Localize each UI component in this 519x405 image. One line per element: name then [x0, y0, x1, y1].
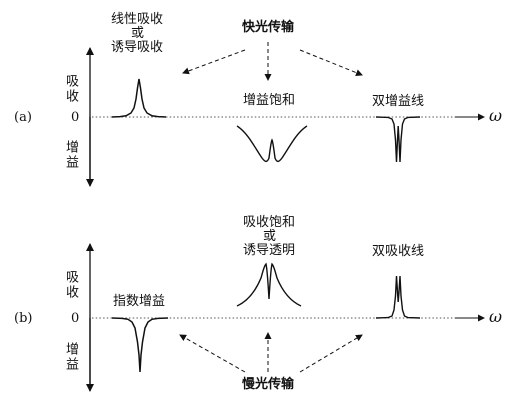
- panel-a-gain-saturation-curve: [236, 125, 308, 163]
- panel-a-zero-label: 0: [71, 110, 80, 125]
- panel-a-absorption-peak: [111, 78, 167, 118]
- panel-b-curve2-line2: 或: [263, 229, 277, 244]
- panel-b-gain-axis-label: 增益: [63, 342, 78, 372]
- panel-b-absorption-saturation-curve: [236, 262, 302, 307]
- panel-b-omega-label: ω: [489, 307, 503, 326]
- panel-b-curve2-line1: 吸收饱和: [243, 215, 296, 230]
- panel-b-curve3-label: 双吸收线: [372, 244, 425, 259]
- panel-a-gain-axis-label: 增益: [63, 140, 78, 170]
- panel-a-absorption-axis-label: 吸收: [63, 74, 78, 104]
- panel-b-double-absorption-lines: [375, 275, 421, 319]
- panel-a-curve1-line2: 或: [131, 26, 145, 41]
- panel-a-title: 快光传输: [242, 20, 295, 35]
- panel-a-curve2-label: 增益饱和: [243, 93, 296, 108]
- panel-b-title-arrow-left: [179, 334, 246, 373]
- panel-b-curve2-line3: 诱导透明: [243, 243, 296, 258]
- panel-a-curve3-label: 双增益线: [372, 94, 425, 109]
- panel-a-curve1-line3: 诱导吸收: [111, 40, 164, 55]
- panel-b-title: 慢光传输: [242, 377, 295, 392]
- panel-a-double-gain-lines: [375, 116, 421, 163]
- panel-a-omega-label: ω: [489, 106, 503, 125]
- panel-a-title-arrow-right: [299, 49, 363, 77]
- panel-b-exponential-gain-curve: [111, 317, 169, 373]
- panel-b-zero-label: 0: [71, 311, 80, 326]
- panel-b-title-arrow-right: [299, 334, 363, 373]
- panel-b-label: (b): [14, 311, 33, 326]
- panel-a-title-arrow-left: [182, 49, 246, 75]
- panel-a-curve1-line1: 线性吸收: [111, 12, 164, 27]
- panel-b-curve1-label: 指数增益: [113, 294, 166, 309]
- panel-b-absorption-axis-label: 吸收: [63, 270, 78, 300]
- panel-a-label: (a): [14, 110, 32, 125]
